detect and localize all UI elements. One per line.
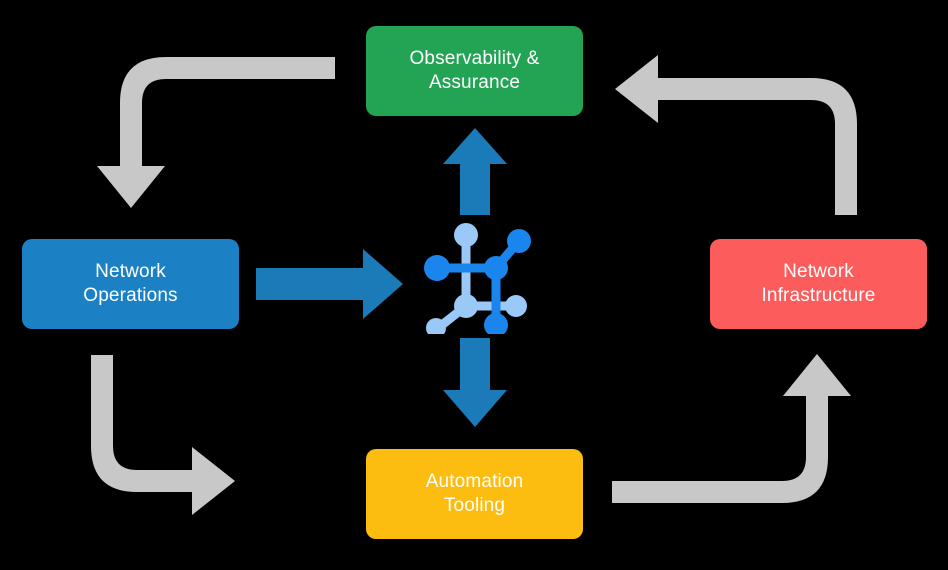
- node-network-infrastructure[interactable]: Network Infrastructure: [710, 239, 927, 329]
- connector-infrastructure-to-observability: [615, 55, 857, 215]
- network-topology-icon: [424, 223, 531, 334]
- node-automation-tooling[interactable]: Automation Tooling: [366, 449, 583, 539]
- connector-ops-to-automation: [91, 355, 235, 515]
- connector-center-to-observability: [443, 128, 507, 215]
- connector-center-to-automation: [443, 338, 507, 427]
- connector-automation-to-infrastructure: [612, 354, 851, 503]
- connector-ops-to-center: [256, 249, 403, 319]
- connector-observability-to-ops: [97, 57, 335, 208]
- node-observability-assurance[interactable]: Observability & Assurance: [366, 26, 583, 116]
- node-network-operations[interactable]: Network Operations: [22, 239, 239, 329]
